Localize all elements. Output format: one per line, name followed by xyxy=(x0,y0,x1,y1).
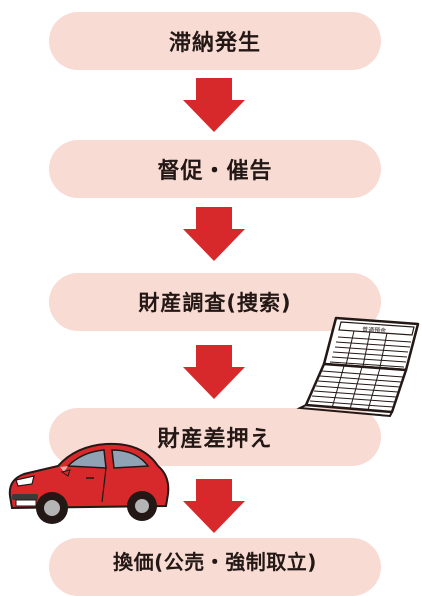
passbook-title: 普通預金 xyxy=(362,325,387,335)
flow-step-conversion: 換価(公売・強制取立) xyxy=(49,538,381,596)
bankbook-icon: 普通預金 xyxy=(296,316,420,418)
step-label: 督促・催告 xyxy=(157,159,273,184)
flow-step-reminder: 督促・催告 xyxy=(49,140,381,198)
car-icon xyxy=(8,442,170,524)
step-label: 財産差押え xyxy=(157,427,273,452)
down-arrow-icon xyxy=(183,78,245,132)
step-label: 換価(公売・強制取立) xyxy=(113,550,317,574)
down-arrow-icon xyxy=(183,479,245,533)
flow-step-investigation: 財産調査(捜索) xyxy=(49,273,381,331)
step-label: 財産調査(捜索) xyxy=(138,291,292,315)
down-arrow-icon xyxy=(183,345,245,399)
flow-step-delinquency: 滞納発生 xyxy=(49,12,381,70)
step-label: 滞納発生 xyxy=(168,31,261,56)
down-arrow-icon xyxy=(183,207,245,261)
